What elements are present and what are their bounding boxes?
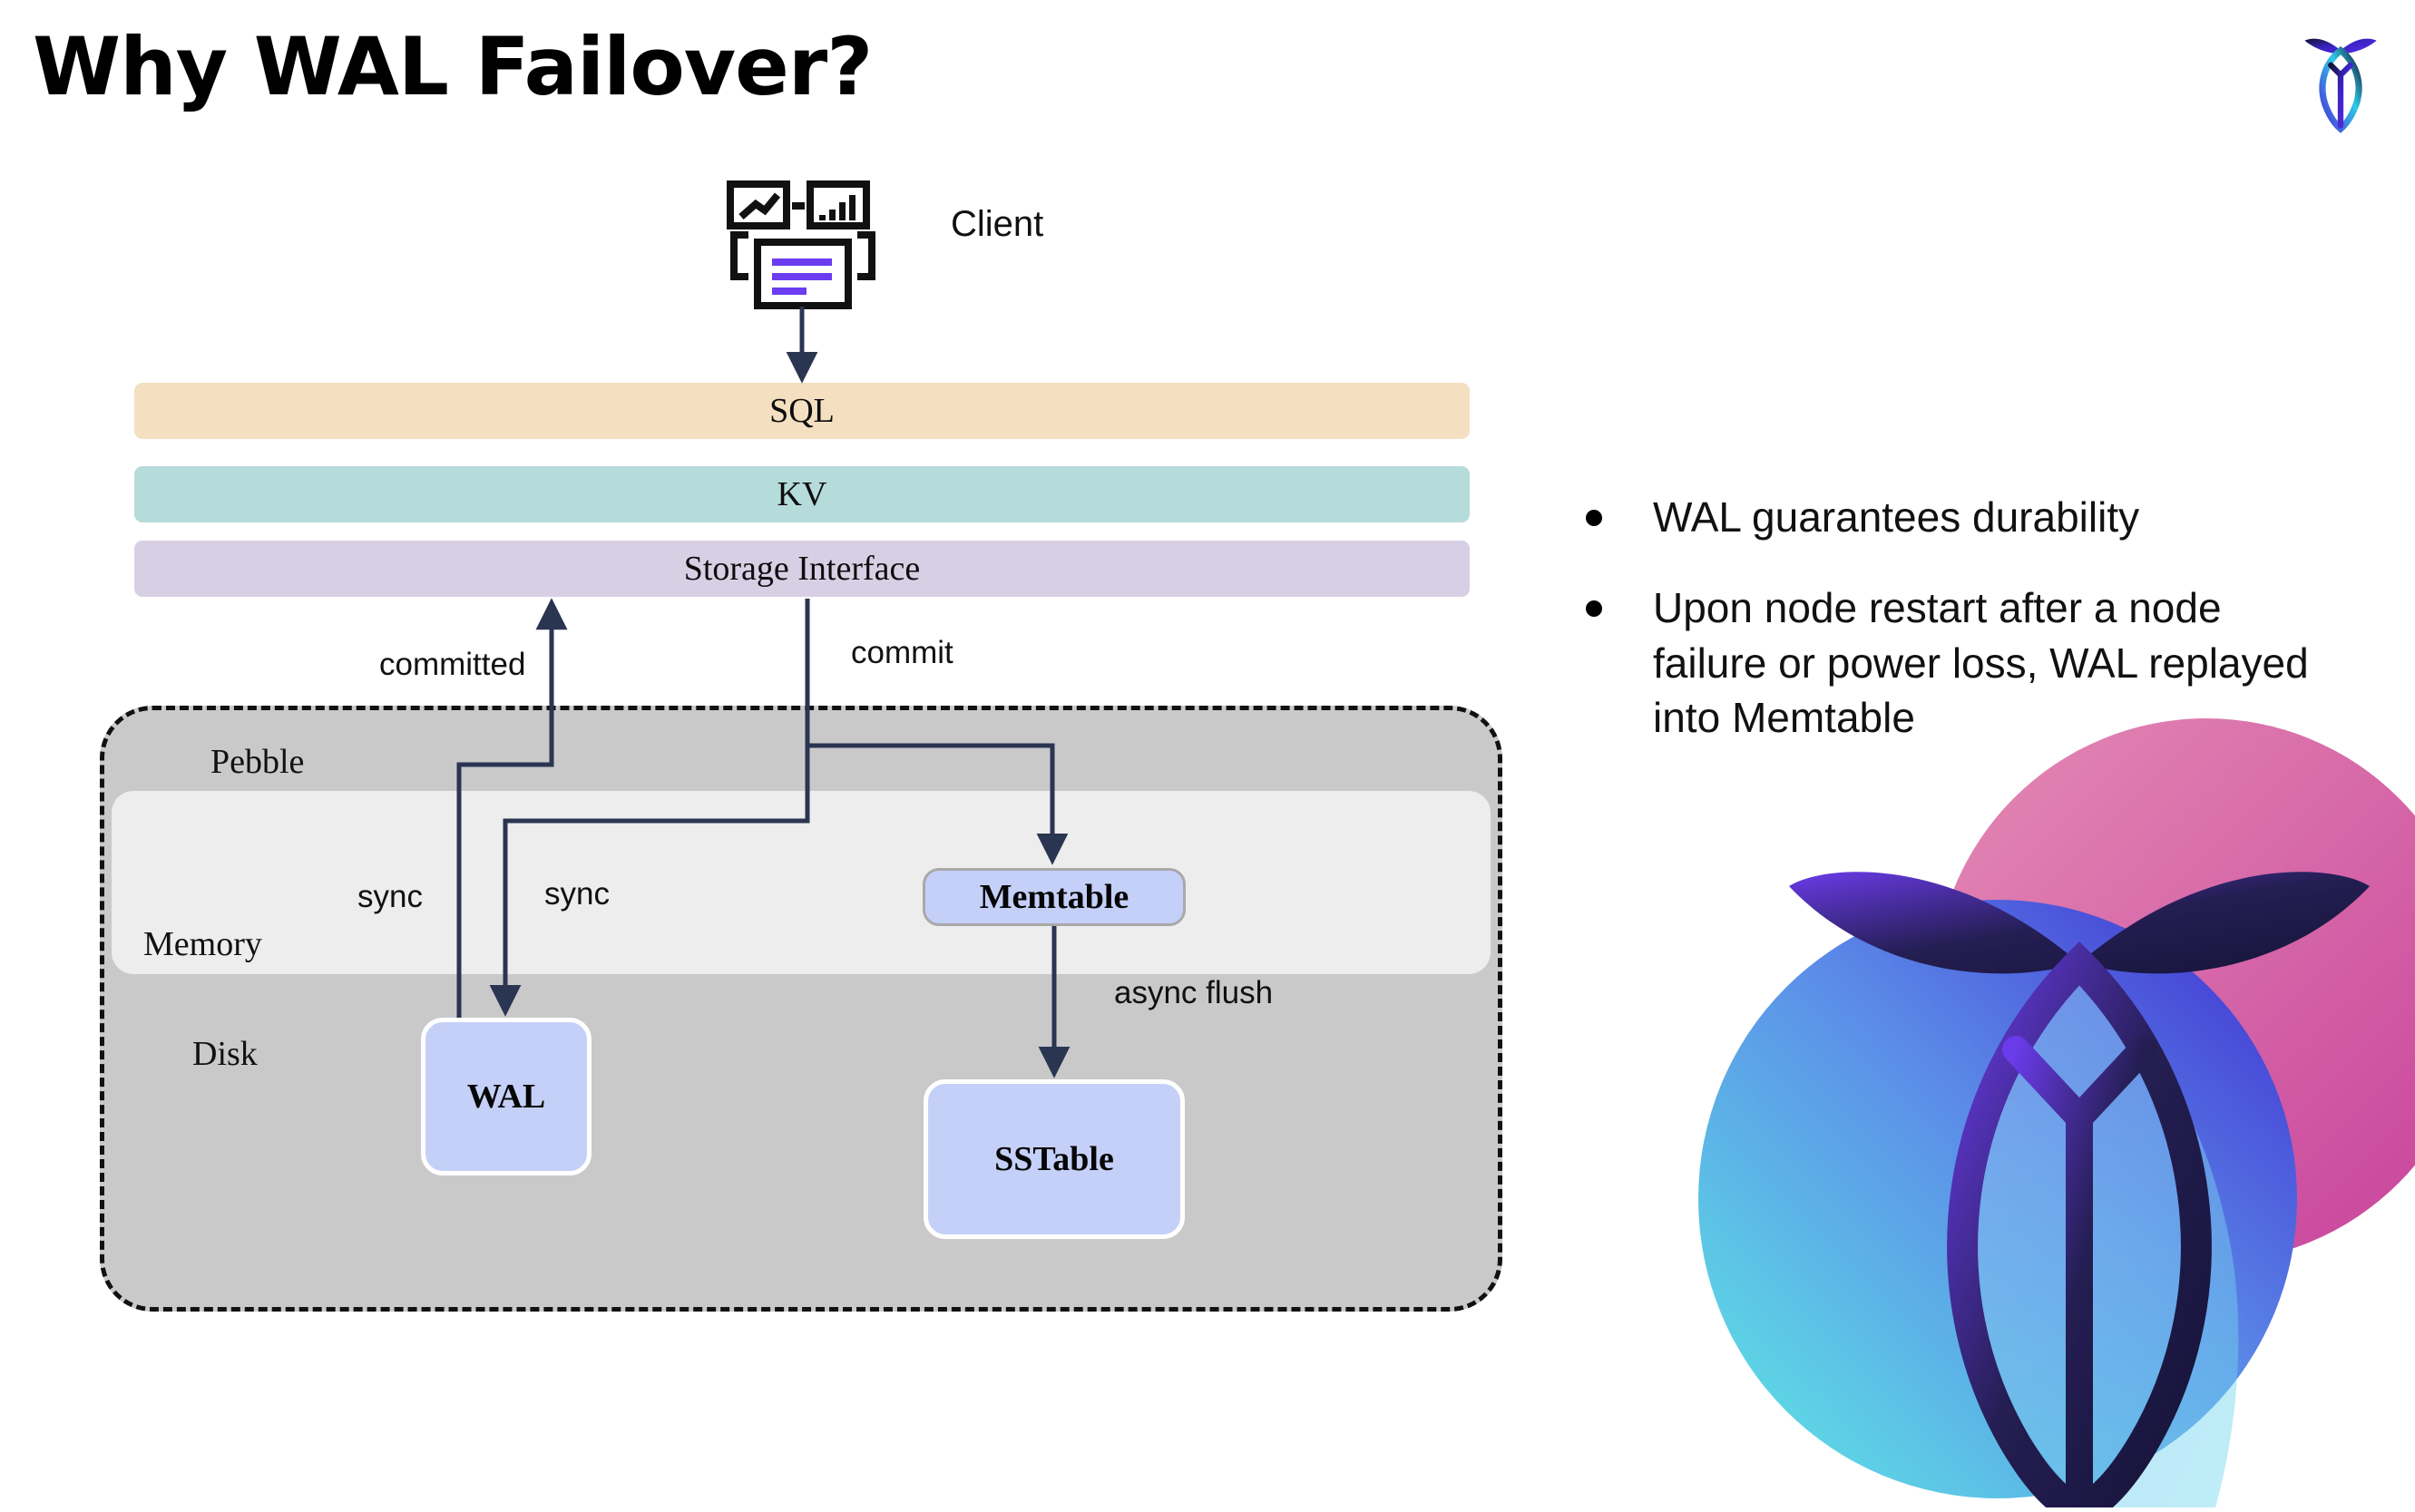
edge-label-committed: committed — [379, 647, 526, 682]
bullet-dot-icon — [1586, 510, 1602, 526]
client-label: Client — [951, 204, 1044, 244]
list-item: Upon node restart after a node failure o… — [1586, 580, 2330, 745]
bullet-text: Upon node restart after a node failure o… — [1653, 584, 2309, 741]
node-sstable: SSTable — [924, 1079, 1185, 1239]
bullet-list: WAL guarantees durability Upon node rest… — [1586, 490, 2330, 781]
cockroachdb-logo-icon — [2292, 25, 2390, 134]
disk-label: Disk — [192, 1035, 258, 1073]
pebble-label: Pebble — [210, 743, 305, 781]
layer-bar-storage-interface: Storage Interface — [134, 541, 1470, 597]
client-dashboard-icon — [721, 177, 885, 313]
edge-label-async-flush: async flush — [1114, 975, 1274, 1010]
bullet-dot-icon — [1586, 600, 1602, 618]
edge-label-sync-left: sync — [357, 879, 423, 914]
edge-label-commit: commit — [851, 635, 953, 670]
edge-label-sync-right: sync — [544, 876, 610, 912]
page-title: Why WAL Failover? — [33, 20, 873, 113]
layer-bar-sql: SQL — [134, 383, 1470, 439]
cockroachdb-watermark-icon — [1653, 691, 2415, 1512]
memory-label: Memory — [143, 925, 262, 963]
layer-bar-kv: KV — [134, 466, 1470, 522]
node-wal: WAL — [421, 1018, 592, 1175]
memory-zone — [112, 791, 1491, 974]
node-memtable: Memtable — [923, 868, 1186, 926]
list-item: WAL guarantees durability — [1586, 490, 2330, 544]
bullet-text: WAL guarantees durability — [1653, 493, 2140, 541]
